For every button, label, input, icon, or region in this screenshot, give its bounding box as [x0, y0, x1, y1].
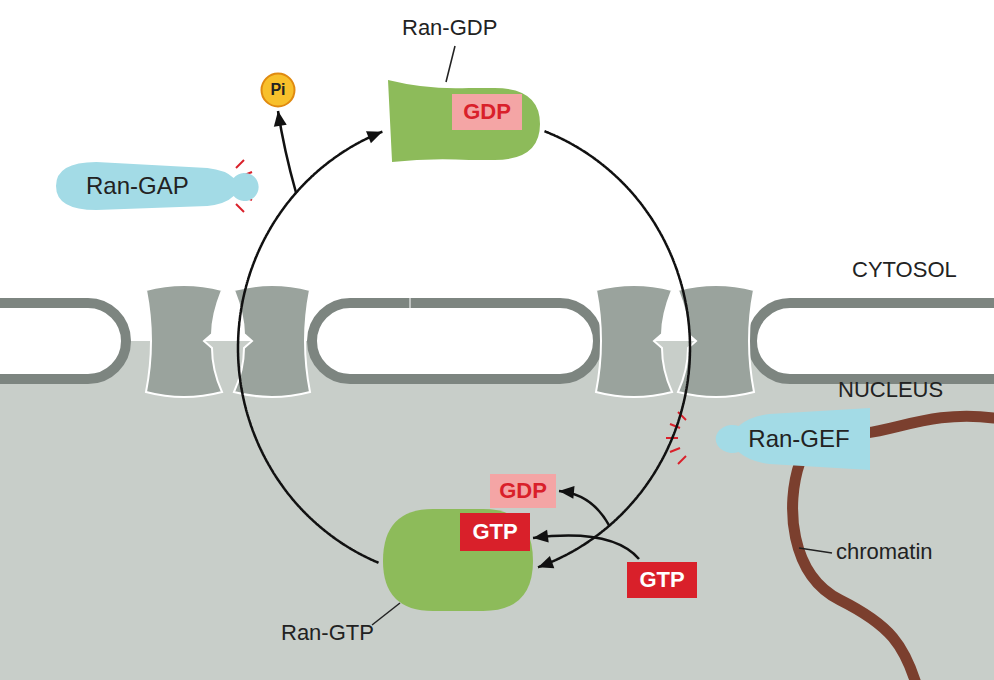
- arrowhead: [274, 111, 287, 127]
- connector-line: [238, 132, 382, 563]
- ran-gtp-protein: Ran-GTPGTP: [383, 505, 533, 613]
- cycle-arrow: [238, 131, 382, 563]
- cycle-arrow: [274, 111, 296, 193]
- ran-gdp-protein: Ran-GDPGDP: [388, 80, 540, 162]
- node-text: GDP: [463, 100, 511, 124]
- pore-complex: [234, 285, 310, 397]
- leader-line: [446, 46, 455, 82]
- node-text: Ran-GAP: [86, 173, 189, 199]
- node-text: Ran-GEF: [748, 426, 849, 452]
- nuclear-envelope: [0, 303, 126, 379]
- node-text: GDP: [499, 479, 547, 503]
- compartment-label: CYTOSOL: [852, 258, 957, 282]
- cycle-arrow: [533, 530, 639, 559]
- chromatin-strand: [793, 462, 918, 680]
- node-text: GTP: [472, 520, 517, 544]
- leader-line: [372, 603, 400, 625]
- pore-complex: [146, 285, 222, 397]
- ran-gef-enzyme: Ran-GEF: [698, 408, 870, 470]
- gtp-box: GTP: [627, 562, 697, 598]
- connector-line: [559, 491, 609, 526]
- nuclear-envelope: [752, 303, 994, 379]
- pore-complex: [596, 285, 672, 397]
- part-label: chromatin: [836, 540, 933, 564]
- arrowhead: [538, 556, 554, 568]
- node-heading: Ran-GTP: [281, 621, 374, 645]
- phosphate-circle: Pi: [250, 72, 306, 108]
- node-text: Pi: [270, 81, 285, 99]
- ran-gap-enzyme: Ran-GAP: [56, 158, 268, 214]
- compartment-label: NUCLEUS: [838, 378, 943, 402]
- cycle-arrow: [559, 486, 609, 526]
- gdp-box: GDP: [452, 94, 522, 130]
- connector-line: [538, 131, 690, 567]
- gdp-box: GDP: [490, 474, 556, 508]
- connector-line: [533, 536, 639, 559]
- arrowhead: [533, 530, 549, 543]
- envelope-seam: [410, 298, 411, 308]
- node-text: GTP: [639, 568, 684, 592]
- arrowhead: [366, 131, 382, 143]
- arrowhead: [559, 486, 575, 499]
- cycle-arrow: [538, 131, 690, 568]
- activity-glow: [666, 412, 686, 464]
- node-heading: Ran-GDP: [402, 16, 497, 40]
- leader-line: [799, 548, 832, 553]
- nuclear-envelope: [312, 303, 598, 379]
- gtp-box: GTP: [460, 513, 530, 551]
